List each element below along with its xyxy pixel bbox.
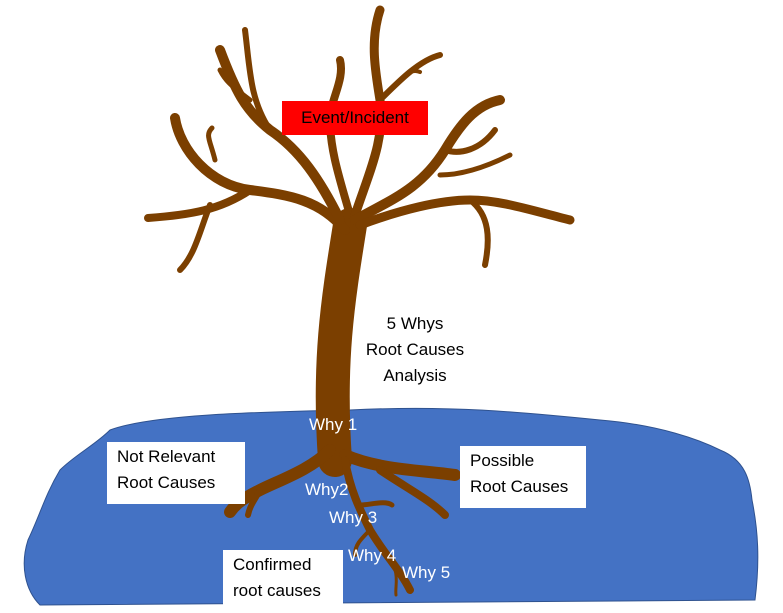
box-line: root causes (233, 581, 321, 600)
why-4-label: Why 4 (348, 546, 397, 565)
center-label-line: Analysis (383, 366, 447, 385)
box-line: Not Relevant (117, 447, 216, 466)
center-label: 5 Whys Root Causes Analysis (360, 311, 470, 389)
not-relevant-box: Not Relevant Root Causes (107, 442, 245, 504)
box-line: Root Causes (117, 473, 216, 492)
why-3-label: Why 3 (329, 508, 378, 527)
box-line: Possible (470, 451, 535, 470)
center-label-line: Root Causes (365, 340, 465, 359)
why-2-label: Why2 (305, 480, 349, 499)
why-1-label: Why 1 (309, 415, 358, 434)
box-line: Root Causes (470, 477, 569, 496)
center-label-line: 5 Whys (386, 314, 444, 333)
event-incident-label: Event/Incident (282, 101, 428, 135)
box-line: Confirmed (233, 555, 312, 574)
possible-box: Possible Root Causes (460, 446, 586, 508)
why-5-label: Why 5 (402, 563, 451, 582)
confirmed-box: Confirmed root causes (223, 550, 343, 612)
